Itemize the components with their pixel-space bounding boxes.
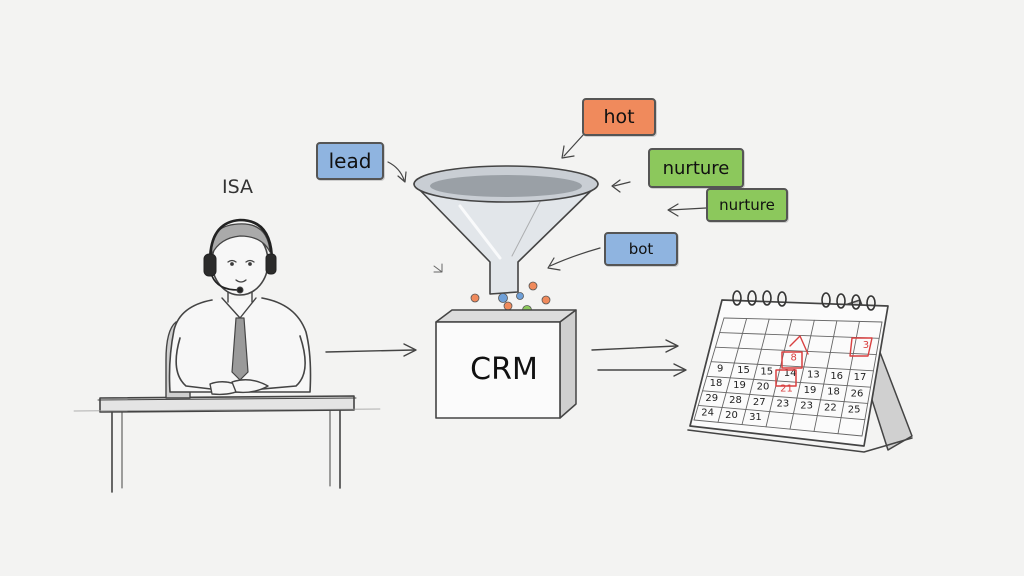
calendar-grid-col-line [861, 321, 883, 437]
calendar-day: 22 [824, 403, 837, 414]
calendar-day: 9 [717, 363, 723, 374]
calendar-grid-row-line [697, 404, 866, 421]
desk [73, 395, 381, 493]
calendar-grid-row-line [693, 419, 863, 437]
calendar-grid-row-line [714, 346, 877, 356]
calendar-day: 23 [800, 401, 813, 412]
arrow-small-left [433, 263, 443, 273]
calendar-day: 18 [710, 378, 723, 389]
calendar-day: 28 [729, 395, 742, 406]
calendar-day: 3 [863, 340, 869, 351]
arrow-hot-to-funnel [561, 133, 585, 159]
highlight-check [789, 335, 809, 355]
arrow-crm-to-calendar-1 [591, 339, 679, 353]
highlight-day-8 [781, 351, 803, 369]
calendar-grid-row-line [702, 390, 869, 404]
calendar-day: 24 [701, 408, 714, 419]
calendar-day: 23 [777, 399, 790, 410]
calendar-day: 20 [757, 382, 770, 393]
tag-nurture-2: nurture [706, 188, 788, 222]
highlight-day-21 [775, 369, 797, 387]
calendar-day: 16 [830, 371, 843, 382]
calendar-grid-col-line [837, 320, 860, 435]
tag-hot: hot [582, 98, 656, 136]
arrow-nurture-to-funnel [611, 179, 631, 193]
crm-label: CRM [470, 352, 538, 387]
tag-nurture: nurture [648, 148, 744, 188]
calendar-day: 20 [725, 410, 738, 421]
crm-box [435, 309, 577, 419]
calendar-grid-col-line [765, 319, 793, 428]
calendar-grid-col-line [741, 318, 770, 426]
calendar-day: 29 [705, 393, 718, 404]
isa-label: ISA [222, 176, 254, 198]
calendar-day: 14 [784, 368, 797, 379]
calendar-day: 26 [851, 388, 864, 399]
arrow-isa-to-crm [325, 343, 417, 357]
calendar-grid-row-line [723, 317, 883, 323]
calendar-day: 15 [760, 366, 773, 377]
calendar-day: 15 [737, 365, 750, 376]
calendar-day: 31 [749, 412, 762, 423]
calendar-day: 8 [790, 352, 796, 363]
calendar-day: 19 [733, 380, 746, 391]
calendar-day: 13 [807, 369, 820, 380]
calendar-grid-col-line [693, 317, 725, 421]
calendar-day: 21 [780, 383, 793, 394]
calendar-day: 19 [804, 385, 817, 396]
funnel [413, 165, 599, 295]
calendar-day: 25 [848, 405, 861, 416]
calendar-day: 17 [854, 372, 867, 383]
calendar-grid-col-line [717, 318, 748, 423]
arrow-lead-to-funnel [387, 161, 407, 183]
calendar-day: 27 [753, 397, 766, 408]
arrow-nurture2-to-funnel [667, 203, 707, 217]
highlight-corner [849, 337, 873, 357]
tag-lead: lead [316, 142, 384, 180]
calendar-day: 18 [827, 387, 840, 398]
desk-calendar: 3 8 9 15 15 14 13 16 17 18 19 20 21 19 18 26 29 28 27 23 23 2… [687, 290, 913, 453]
calendar-grid-row-line [710, 361, 874, 372]
calendar-grid-row-line [706, 375, 872, 388]
calendar-grid-col-line [813, 320, 838, 432]
arrow-crm-to-calendar-2 [597, 363, 687, 377]
tag-bot: bot [604, 232, 678, 266]
calendar-grid-col-line [789, 319, 815, 430]
arrow-bot-to-funnel [547, 247, 601, 271]
isa-person [168, 218, 312, 396]
